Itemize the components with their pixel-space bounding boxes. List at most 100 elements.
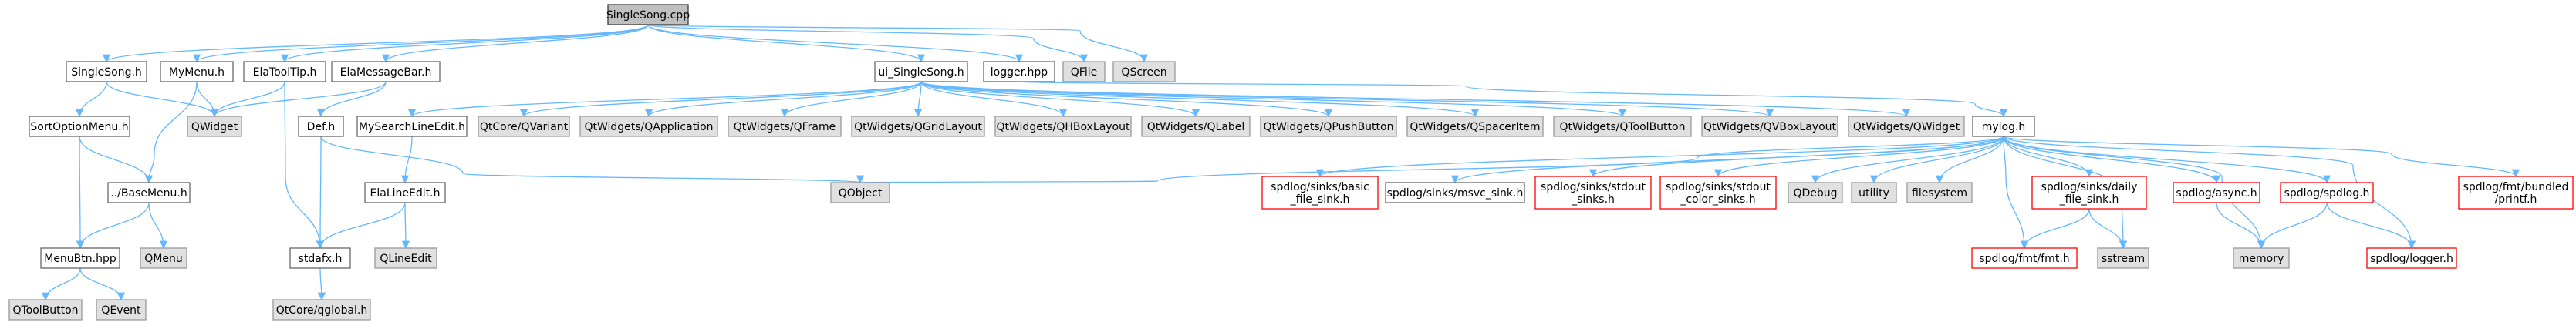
edges-layer xyxy=(41,24,2520,301)
edge-ui_singlesong_h-to-qtwidgets_qvboxlayout xyxy=(920,81,1774,118)
node-label: Def.h xyxy=(307,121,336,133)
edge-def_h-to-stdafx_h xyxy=(316,136,325,250)
node-stdafx-h[interactable]: stdafx.h xyxy=(289,247,351,269)
node-label: memory xyxy=(2239,253,2284,265)
node-mymenu-h[interactable]: MyMenu.h xyxy=(160,61,234,82)
node-box xyxy=(2366,247,2457,269)
node-qtoolbutton: QToolButton xyxy=(8,299,83,321)
node-menubtn-hpp[interactable]: MenuBtn.hpp xyxy=(40,247,120,269)
node-box xyxy=(107,182,191,203)
node-box xyxy=(1659,176,1777,210)
node-msvc-sink-h[interactable]: spdlog/sinks/msvc_sink.h xyxy=(1385,182,1525,203)
node-spdlog-h[interactable]: spdlog/spdlog.h xyxy=(2280,182,2374,203)
node-qtwidgets-qwidget: QtWidgets/QWidget xyxy=(1848,116,1965,137)
node-label: QDebug xyxy=(1793,187,1837,200)
node-label: ElaLineEdit.h xyxy=(370,187,441,200)
node-qwidget: QWidget xyxy=(187,116,242,137)
edge-sortoptionmenu_h-to-basemenu_h xyxy=(79,136,154,184)
edge-mylog_h-to-fmt_h xyxy=(2003,136,2029,250)
node-label: QObject xyxy=(839,187,883,200)
node-ui-singlesong-h[interactable]: ui_SingleSong.h xyxy=(874,61,968,82)
node-elalineedit-h[interactable]: ElaLineEdit.h xyxy=(364,182,446,203)
node-logger-h[interactable]: spdlog/logger.h xyxy=(2366,247,2457,269)
node-stdout-sinks-h[interactable]: spdlog/sinks/stdout_sinks.h xyxy=(1534,176,1652,210)
node-label: QtWidgets/QLabel xyxy=(1147,121,1245,133)
node-label: /printf.h xyxy=(2495,193,2537,206)
edge-mylog_h-to-basic_file_sink_h xyxy=(1316,136,2004,178)
node-box xyxy=(2173,182,2260,203)
node-qtwidgets-qframe: QtWidgets/QFrame xyxy=(728,116,842,137)
node-def-h[interactable]: Def.h xyxy=(298,116,344,137)
node-box xyxy=(1112,61,1176,82)
node-box xyxy=(851,116,985,137)
node-label: QtWidgets/QGridLayout xyxy=(854,121,982,133)
node-label: logger.hpp xyxy=(991,66,1048,79)
edge-basemenu_h-to-qmenu xyxy=(148,202,168,250)
node-box xyxy=(289,247,351,269)
node-label: mylog.h xyxy=(1982,121,2026,133)
node-label: ElaToolTip.h xyxy=(253,66,317,79)
edge-mylog_h-to-filesystem xyxy=(1935,136,2004,184)
node-label: ui_SingleSong.h xyxy=(878,66,964,79)
node-box xyxy=(187,116,242,137)
node-basic-file-sink-h[interactable]: spdlog/sinks/basic_file_sink.h xyxy=(1261,176,1379,210)
node-label: QtWidgets/QVBoxLayout xyxy=(1703,121,1837,133)
node-box xyxy=(272,299,371,321)
node-printf-h[interactable]: spdlog/fmt/bundled/printf.h xyxy=(2458,176,2574,210)
node-singlesong-h[interactable]: SingleSong.h xyxy=(66,61,147,82)
node-box xyxy=(1385,182,1525,203)
node-label: SingleSong.h xyxy=(71,66,142,79)
edge-menubtn_hpp-to-qtoolbutton xyxy=(41,267,81,301)
node-label: QWidget xyxy=(191,121,238,133)
node-qtwidgets-qvboxlayout: QtWidgets/QVBoxLayout xyxy=(1701,116,1838,137)
edge-elatooltip_h-to-stdafx_h xyxy=(284,81,325,250)
node-basemenu-h[interactable]: ../BaseMenu.h xyxy=(107,182,191,203)
node-elatooltip-h[interactable]: ElaToolTip.h xyxy=(243,61,326,82)
node-memory: memory xyxy=(2233,247,2290,269)
node-qdebug: QDebug xyxy=(1788,182,1843,203)
node-logger-hpp[interactable]: logger.hpp xyxy=(983,61,1055,82)
node-box xyxy=(1788,182,1843,203)
node-qtwidgets-qlabel: QtWidgets/QLabel xyxy=(1141,116,1251,137)
node-label: _sinks.h xyxy=(1571,193,1615,206)
node-box xyxy=(2233,247,2290,269)
node-mysearchlineedit-h[interactable]: MySearchLineEdit.h xyxy=(356,116,468,137)
node-stdout-color-sinks-h[interactable]: spdlog/sinks/stdout_color_sinks.h xyxy=(1659,176,1777,210)
edge-mylog_h-to-logger_h xyxy=(2003,136,2416,250)
node-box xyxy=(874,61,968,82)
edge-ui_singlesong_h-to-qtwidgets_qpushbutton xyxy=(920,81,1332,118)
edge-ui_singlesong_h-to-qtwidgets_qlabel xyxy=(920,81,1200,118)
node-mylog-h[interactable]: mylog.h xyxy=(1972,116,2035,137)
node-async-h[interactable]: spdlog/async.h xyxy=(2173,182,2260,203)
node-label: SortOptionMenu.h xyxy=(30,121,128,133)
edge-mylog_h-to-spdlog_h xyxy=(2003,136,2331,184)
node-label: QtWidgets/QToolButton xyxy=(1560,121,1686,133)
node-fmt-h[interactable]: spdlog/fmt/fmt.h xyxy=(1971,247,2078,269)
node-qtwidgets-qhboxlayout: QtWidgets/QHBoxLayout xyxy=(994,116,1132,137)
edge-sortoptionmenu_h-to-menubtn_hpp xyxy=(76,136,85,250)
edge-daily_file_sink_h-to-fmt_h xyxy=(2020,208,2090,250)
node-label: QtCore/QVariant xyxy=(480,121,569,133)
edge-singlesong_cpp-to-ui_singlesong_h xyxy=(647,24,926,63)
node-label: spdlog/async.h xyxy=(2176,187,2257,200)
node-qtwidgets-qgridlayout: QtWidgets/QGridLayout xyxy=(851,116,985,137)
edge-elamessagebar_h-to-def_h xyxy=(316,81,387,118)
node-label: QLineEdit xyxy=(380,253,432,265)
node-sortoptionmenu-h[interactable]: SortOptionMenu.h xyxy=(29,116,130,137)
node-qtwidgets-qpushbutton: QtWidgets/QPushButton xyxy=(1260,116,1397,137)
node-singlesong-cpp[interactable]: SingleSong.cpp xyxy=(606,4,690,25)
node-box xyxy=(983,61,1055,82)
node-box xyxy=(1141,116,1251,137)
edge-elatooltip_h-to-qwidget xyxy=(210,81,285,118)
node-label: QEvent xyxy=(101,304,141,317)
node-utility: utility xyxy=(1851,182,1897,203)
node-daily-file-sink-h[interactable]: spdlog/sinks/daily_file_sink.h xyxy=(2031,176,2147,210)
edge-async_h-to-memory xyxy=(2216,202,2266,250)
node-elamessagebar-h[interactable]: ElaMessageBar.h xyxy=(331,61,441,82)
node-label: QMenu xyxy=(144,253,182,265)
node-box xyxy=(1851,182,1897,203)
edge-singlesong_cpp-to-qfile xyxy=(647,24,1089,63)
edge-mylog_h-to-qobject xyxy=(859,136,2004,183)
node-box xyxy=(66,61,147,82)
edge-spdlog_h-to-logger_h xyxy=(2326,202,2416,250)
